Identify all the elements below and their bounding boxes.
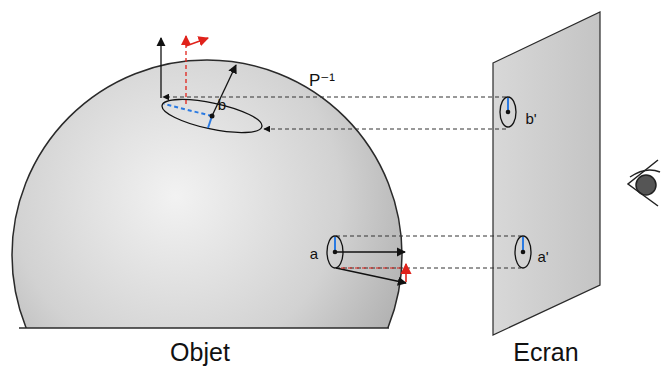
patch-b-prime: [500, 97, 516, 127]
part-name: Objet: [170, 340, 230, 365]
projection-lines: [163, 97, 521, 268]
patch-a-prime: [515, 236, 531, 268]
part-name: Ecran: [513, 340, 578, 365]
sphere: [12, 60, 402, 328]
point-label: a: [310, 246, 318, 261]
patch-a: [327, 236, 408, 283]
point-label: b': [525, 111, 536, 126]
eye-icon: [628, 160, 660, 206]
projection-label: P⁻¹: [309, 72, 335, 89]
point-label: a': [537, 249, 548, 264]
sphere-cut: [19, 327, 389, 329]
point-label: b: [218, 97, 226, 112]
patch-b: [159, 36, 264, 139]
screen-plane: [493, 12, 600, 335]
